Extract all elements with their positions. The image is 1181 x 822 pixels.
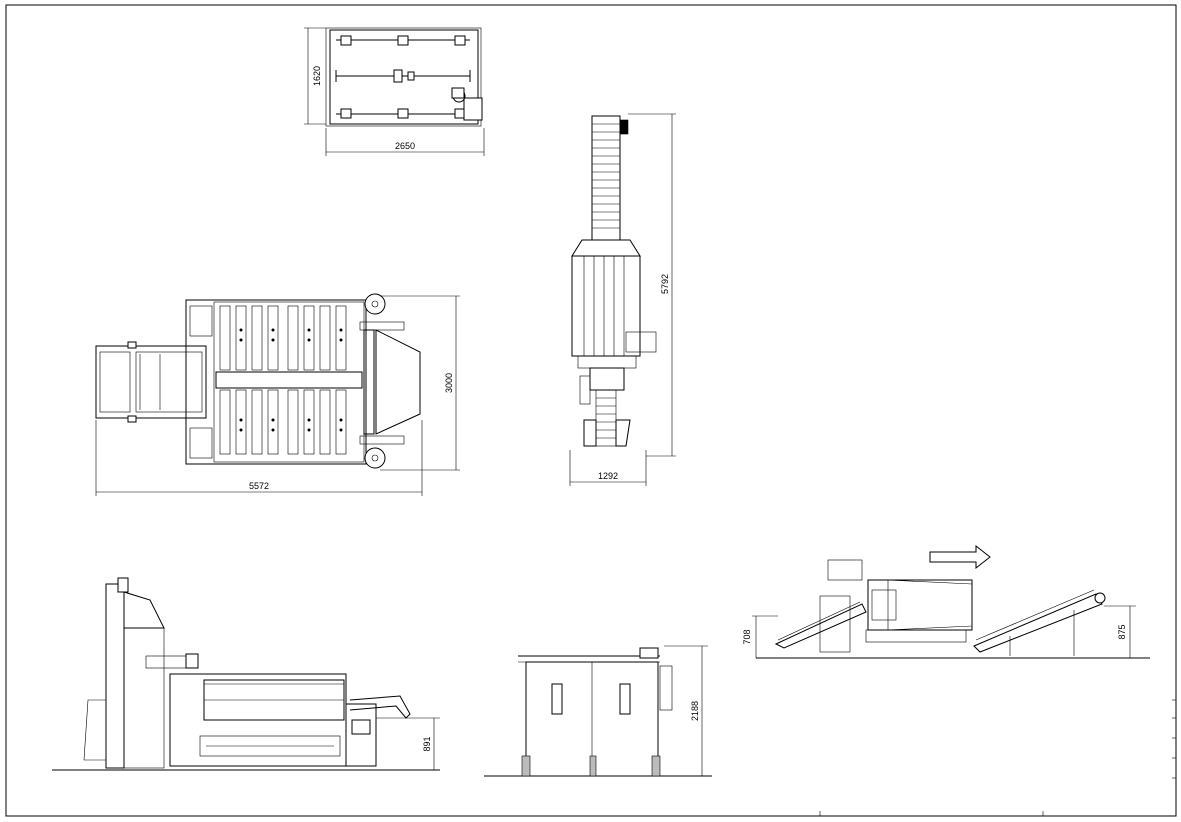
plan-view	[95, 293, 460, 496]
dim-conveyor-length: 5792	[660, 274, 670, 294]
incline-line-view	[752, 544, 1150, 659]
end-elevation-view	[484, 645, 712, 777]
dim-conveyor-width: 1292	[598, 471, 618, 481]
dim-top-view-height: 1620	[312, 66, 322, 86]
dim-incline-left-height: 708	[742, 629, 752, 644]
title-block-ticks	[819, 699, 1176, 816]
dim-incline-right-height: 875	[1117, 624, 1127, 639]
arrow-right-icon	[929, 544, 991, 570]
top-frame-view	[304, 27, 485, 156]
dim-side-height: 891	[422, 736, 432, 751]
conveyor-end-view	[569, 113, 676, 486]
dim-plan-width: 3000	[444, 373, 454, 393]
sheet-border	[5, 4, 1177, 817]
dim-plan-length: 5572	[249, 481, 269, 491]
dim-end-height: 2188	[690, 701, 700, 721]
dim-top-view-width: 2650	[395, 141, 415, 151]
side-elevation-view	[52, 577, 440, 771]
